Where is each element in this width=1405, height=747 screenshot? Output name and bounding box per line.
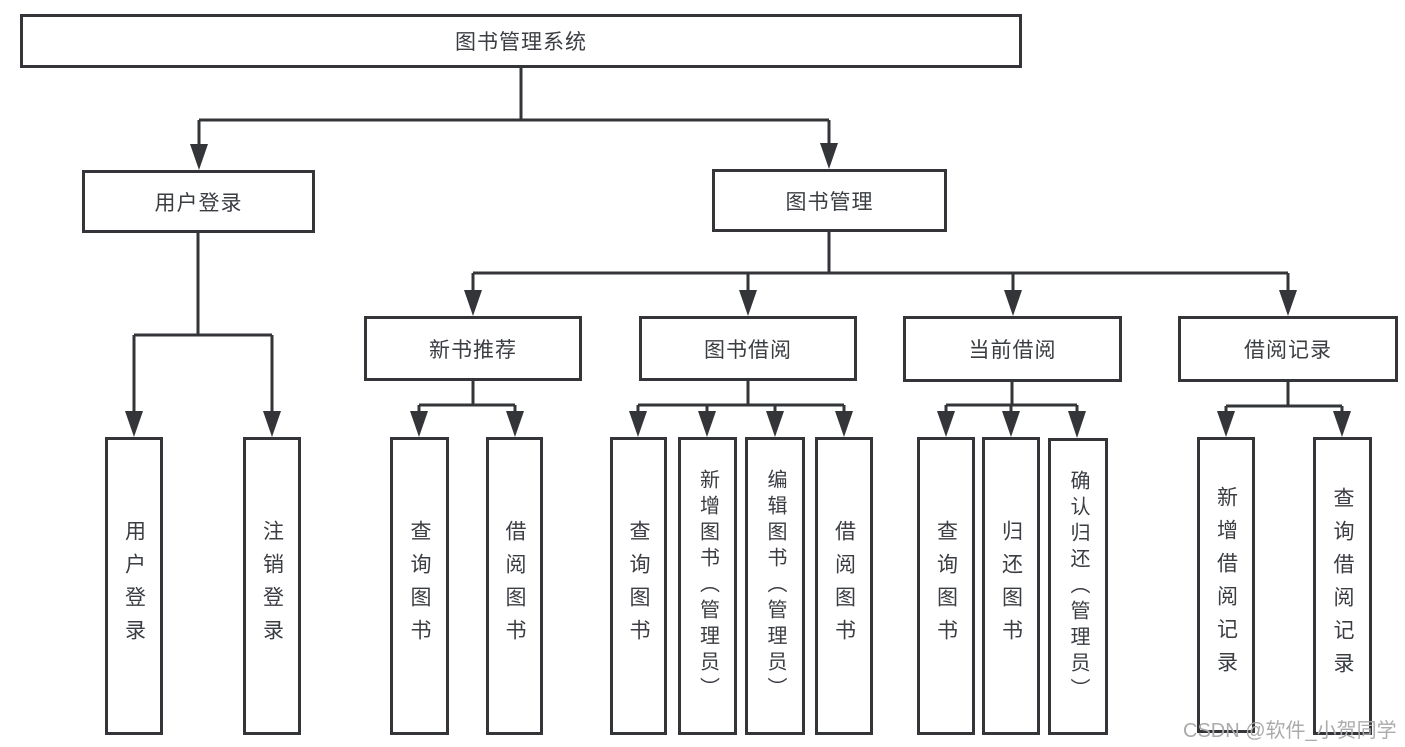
- leaf-br-add-record-label: 新增借阅记录: [1214, 486, 1238, 684]
- leaf-br-add-record: 新增借阅记录: [1197, 437, 1255, 733]
- leaf-nbr-query-books-label: 查询图书: [408, 520, 431, 652]
- leaf-cb-query-books-label: 查询图书: [934, 520, 958, 652]
- leaf-cb-return-books-label: 归还图书: [999, 520, 1023, 652]
- node-book-management: 图书管理: [712, 169, 947, 232]
- leaf-cb-confirm-return-admin-label: 确认归还（管理员）: [1067, 469, 1089, 704]
- node-borrow-records: 借阅记录: [1178, 316, 1398, 382]
- leaf-user-login-label: 用户登录: [122, 520, 146, 652]
- node-current-borrow: 当前借阅: [903, 316, 1122, 382]
- leaf-nbr-borrow-books: 借阅图书: [486, 437, 543, 735]
- leaf-user-login: 用户登录: [105, 437, 163, 735]
- node-book-borrow: 图书借阅: [639, 316, 857, 381]
- leaf-cb-return-books: 归还图书: [982, 437, 1040, 735]
- leaf-logout: 注销登录: [243, 437, 301, 735]
- leaf-bb-add-books-admin-label: 新增图书（管理员）: [696, 469, 719, 703]
- connector-root-to-level2: [190, 66, 838, 170]
- leaf-bb-edit-books-admin: 编辑图书（管理员）: [745, 437, 805, 735]
- leaf-bb-query-books-label: 查询图书: [627, 520, 650, 652]
- leaf-bb-borrow-books: 借阅图书: [815, 437, 873, 735]
- connector-newbook-to-leaves: [410, 381, 524, 437]
- connector-userlogin-to-leaves: [125, 233, 281, 437]
- node-book-borrow-label: 图书借阅: [704, 338, 792, 362]
- leaf-logout-label: 注销登录: [260, 520, 284, 652]
- node-root-system-label: 图书管理系统: [455, 31, 587, 54]
- connector-bookborrow-to-leaves: [629, 381, 853, 437]
- node-user-login: 用户登录: [82, 170, 315, 233]
- connector-bookmgmt-to-level3: [464, 232, 1297, 316]
- node-new-book-recommend: 新书推荐: [364, 316, 582, 381]
- leaf-bb-edit-books-admin-label: 编辑图书（管理员）: [764, 469, 786, 703]
- leaf-bb-borrow-books-label: 借阅图书: [832, 520, 856, 652]
- leaf-br-query-record: 查询借阅记录: [1313, 437, 1372, 735]
- leaf-cb-query-books: 查询图书: [917, 437, 975, 735]
- leaf-nbr-borrow-books-label: 借阅图书: [503, 520, 526, 652]
- leaf-bb-add-books-admin: 新增图书（管理员）: [678, 437, 737, 735]
- leaf-nbr-query-books: 查询图书: [390, 437, 449, 735]
- node-book-management-label: 图书管理: [785, 190, 874, 214]
- node-new-book-recommend-label: 新书推荐: [429, 338, 517, 362]
- connector-borrowrecord-to-leaves: [1217, 382, 1351, 437]
- node-user-login-label: 用户登录: [154, 191, 243, 215]
- node-borrow-records-label: 借阅记录: [1244, 339, 1332, 362]
- node-root-system: 图书管理系统: [20, 14, 1022, 68]
- connector-currentborrow-to-leaves: [937, 381, 1086, 438]
- leaf-br-query-record-label: 查询借阅记录: [1331, 487, 1354, 685]
- node-current-borrow-label: 当前借阅: [968, 339, 1057, 362]
- leaf-bb-query-books: 查询图书: [610, 437, 667, 735]
- csdn-watermark: CSDN @软件_小贺同学: [1183, 720, 1397, 742]
- leaf-cb-confirm-return-admin: 确认归还（管理员）: [1048, 438, 1108, 735]
